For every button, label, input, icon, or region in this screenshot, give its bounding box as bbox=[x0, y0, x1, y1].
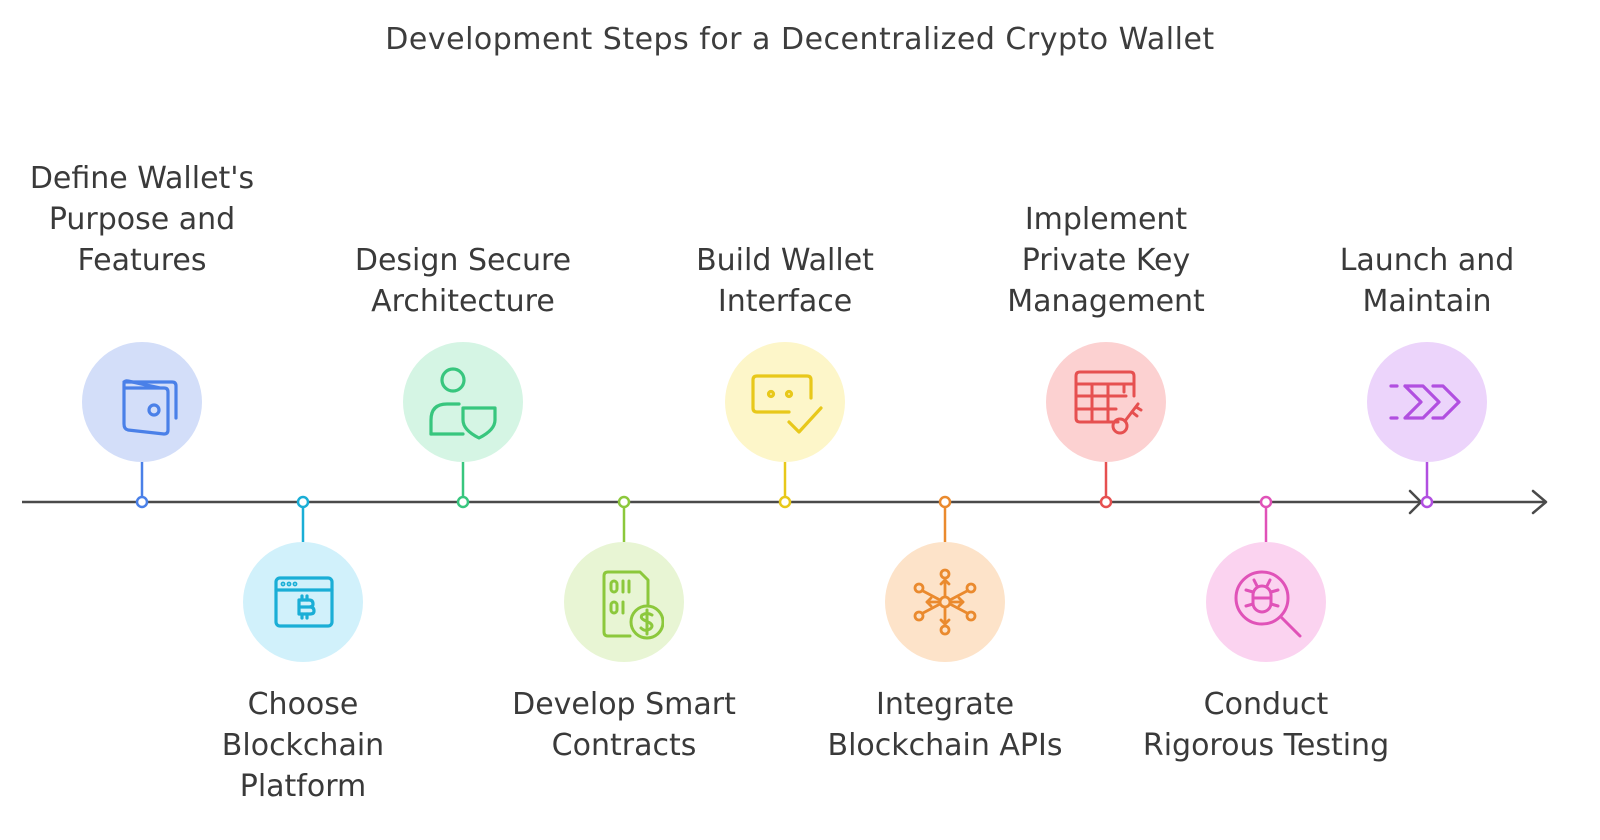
wallet-icon bbox=[122, 379, 178, 436]
step-node-8 bbox=[1420, 495, 1434, 509]
step-node-1 bbox=[296, 495, 310, 509]
step-circle bbox=[885, 542, 1005, 662]
step-node-4 bbox=[778, 495, 792, 509]
step-label: Conduct Rigorous Testing bbox=[1142, 687, 1390, 763]
step-circle bbox=[82, 342, 202, 462]
network-hub-icon bbox=[913, 568, 977, 636]
step-circle bbox=[243, 542, 363, 662]
step-node-0 bbox=[135, 495, 149, 509]
diagram-title: Development Steps for a Decentralized Cr… bbox=[385, 22, 1215, 57]
chat-check-icon bbox=[751, 374, 823, 434]
step-circle bbox=[725, 342, 845, 462]
table-key-icon bbox=[1074, 370, 1143, 435]
step-label: Develop Smart Contracts bbox=[512, 687, 736, 763]
step-circle bbox=[1206, 542, 1326, 662]
step-node-6 bbox=[1099, 495, 1113, 509]
step-circle bbox=[1367, 342, 1487, 462]
user-shield-icon bbox=[429, 367, 497, 440]
bitcoin-browser-icon bbox=[274, 576, 334, 628]
step-label: Integrate Blockchain APIs bbox=[827, 687, 1063, 763]
step-circle bbox=[1046, 342, 1166, 462]
step-node-7 bbox=[1259, 495, 1273, 509]
step-node-2 bbox=[456, 495, 470, 509]
step-label: Choose Blockchain Platform bbox=[221, 687, 385, 804]
step-node-3 bbox=[617, 495, 631, 509]
step-circle bbox=[403, 342, 523, 462]
step-label: Launch and Maintain bbox=[1339, 243, 1515, 319]
step-label: Define Wallet's Purpose and Features bbox=[29, 161, 255, 278]
step-node-5 bbox=[938, 495, 952, 509]
double-chevron-icon bbox=[1389, 384, 1461, 420]
step-label: Design Secure Architecture bbox=[354, 243, 572, 319]
step-circle bbox=[564, 542, 684, 662]
binary-dollar-icon bbox=[602, 570, 664, 640]
timeline-arrow-end bbox=[1531, 489, 1548, 515]
step-label: Implement Private Key Management bbox=[1007, 202, 1205, 319]
step-label: Build Wallet Interface bbox=[696, 243, 874, 319]
bug-search-icon bbox=[1234, 570, 1302, 638]
